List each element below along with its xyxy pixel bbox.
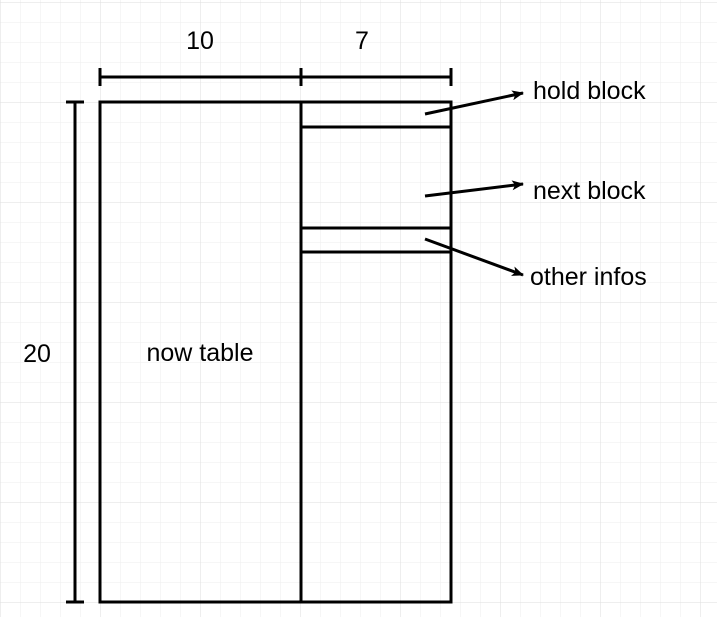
width-label-side: 7 bbox=[355, 27, 369, 55]
other-infos-arrow bbox=[424, 237, 524, 277]
other-infos-label: other infos bbox=[530, 263, 647, 291]
next-block-arrow bbox=[424, 180, 524, 198]
top-dimension bbox=[98, 68, 453, 86]
hold-block-arrow bbox=[424, 90, 524, 116]
hold-block-label: hold block bbox=[533, 77, 646, 105]
next-block-label: next block bbox=[533, 177, 646, 205]
width-label-table: 10 bbox=[186, 27, 214, 55]
height-label: 20 bbox=[23, 340, 51, 368]
left-dimension bbox=[66, 100, 84, 604]
side-panel-box bbox=[299, 100, 453, 604]
now-table-label: now table bbox=[146, 339, 253, 367]
